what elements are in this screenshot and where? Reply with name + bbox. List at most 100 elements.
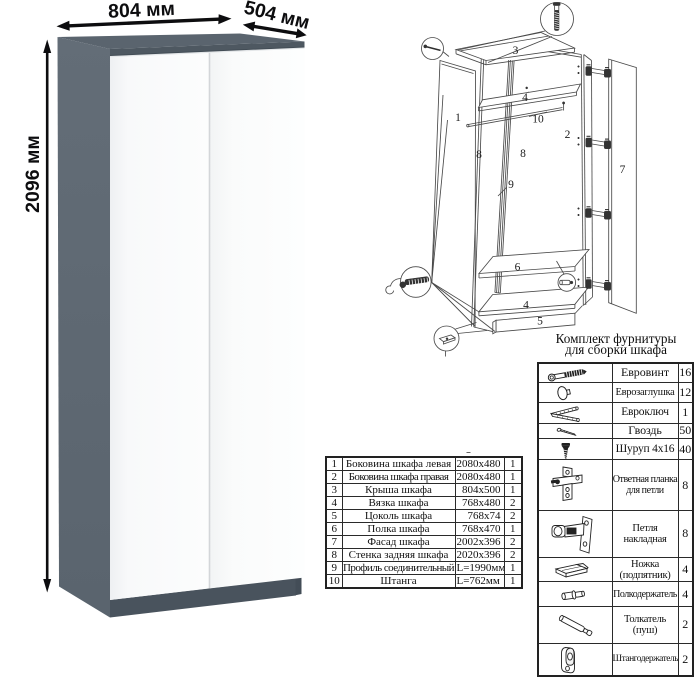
hardware-row-foot-glide: Ножка (подпятник) 4 (537, 557, 694, 582)
hardware-name: Еврозаглушка (611, 382, 679, 403)
hardware-name: Ножка (подпятник) (611, 557, 679, 582)
diagram-side-panel-left (431, 59, 476, 328)
part-num: 4 (325, 496, 343, 510)
part-label-6: 6 (515, 262, 521, 274)
part-size: 2080х480 (454, 456, 505, 471)
hardware-kit-table: Евровинт 16 Еврозаглушка 12 (537, 361, 694, 677)
part-name: Фасад шкафа (341, 535, 456, 549)
diagram-door-panel (608, 58, 637, 314)
hardware-name: Гвоздь (611, 422, 679, 439)
part-name: Крыша шкафа (341, 483, 456, 497)
hardware-name: Толкатель (пуш) (611, 606, 679, 644)
nail-icon (537, 422, 613, 439)
diagram-hinges (577, 64, 611, 291)
part-qty: 1 (503, 456, 523, 471)
hardware-row-shelf-pin: Полкодержатель 4 (537, 580, 694, 608)
rod-holder-icon (537, 642, 613, 677)
part-size: 2080х480 (454, 470, 505, 484)
hardware-qty: 1 (677, 402, 694, 424)
part-label-9: 9 (508, 179, 514, 191)
hinge-set-3 (577, 206, 611, 220)
part-num: 5 (325, 509, 343, 523)
part-qty: 2 (503, 496, 523, 510)
part-size: 804х500 (454, 483, 505, 497)
hardware-qty: 2 (677, 606, 694, 644)
hardware-qty: 50 (677, 422, 694, 439)
hardware-qty: 12 (677, 382, 694, 403)
part-size: 768х480 (454, 496, 505, 510)
part-qty: 1 (503, 574, 523, 589)
callout-push-opener (557, 273, 577, 292)
part-name: Боковина шкафа левая (341, 456, 456, 471)
hardware-row-hinge-plate: Ответная планка для петли 8 (537, 459, 694, 511)
part-label-8b: 8 (520, 148, 526, 160)
wardrobe-door-right (209, 47, 305, 589)
hardware-name: Евровинт (611, 362, 679, 383)
hardware-row-nail: Гвоздь 50 (537, 422, 694, 439)
part-name: Полка шкафа (341, 522, 456, 536)
part-num: 1 (325, 456, 343, 471)
hardware-kit-title: Комплект фурнитуры для сборки шкафа (540, 331, 692, 357)
diagram-hanging-rod (466, 101, 566, 128)
wood-screw-icon (537, 437, 613, 461)
part-name: Стенка задняя шкафа (341, 548, 456, 562)
part-label-7: 7 (620, 164, 626, 176)
part-label-3: 3 (513, 45, 519, 57)
hardware-row-push-opener: Толкатель (пуш) 2 (537, 606, 694, 644)
hex-key-icon (537, 402, 613, 424)
part-qty: 2 (503, 535, 523, 549)
part-name: Цоколь шкафа (341, 509, 456, 523)
hardware-row-euro-cap: Еврозаглушка 12 (537, 382, 694, 403)
parts-row-9: 9 Профиль соединительный L=1990мм 1 (325, 561, 523, 575)
width-dimension-label: 804 мм (108, 0, 176, 23)
callout-euro-screw (540, 2, 574, 36)
part-num: 10 (325, 574, 343, 589)
parts-row-6: 6 Полка шкафа 768х470 1 (325, 522, 523, 536)
dimension-annotations: 804 мм 504 мм 2096 мм (22, 0, 312, 593)
part-size: 2020х396 (454, 548, 505, 562)
part-qty: 1 (503, 470, 523, 484)
part-size: 2002х396 (454, 535, 505, 549)
hardware-row-wood-screw: Шуруп 4х16 40 (537, 437, 694, 461)
parts-row-5: 5 Цоколь шкафа 768х74 2 (325, 509, 523, 523)
hardware-qty: 16 (677, 362, 694, 383)
height-dimension-label: 2096 мм (22, 135, 44, 213)
hinge-set-2 (577, 135, 611, 149)
wardrobe-door-left (110, 51, 209, 600)
height-arrow (43, 39, 52, 593)
diagram-upper-rail (477, 83, 582, 112)
hardware-kit-title-line1: Комплект фурнитуры (555, 331, 677, 346)
hardware-qty: 4 (677, 580, 694, 608)
hardware-row-hex-key: Евроключ 1 (537, 402, 694, 424)
part-name: Профиль соединительный (341, 561, 456, 575)
part-num: 9 (325, 561, 343, 575)
euro-screw-icon (537, 362, 613, 383)
part-label-5: 5 (537, 316, 543, 328)
part-name: Вязка шкафа (341, 496, 456, 510)
wardrobe-side-panel (57, 37, 110, 618)
part-name: Штанга (341, 574, 456, 589)
hardware-qty: 8 (677, 459, 694, 511)
hardware-qty: 8 (677, 509, 694, 559)
wardrobe-top-face (57, 33, 305, 49)
hardware-qty: 4 (677, 557, 694, 582)
parts-row-8: 8 Стенка задняя шкафа 2020х396 2 (325, 548, 523, 562)
hardware-row-rod-holder: Штангодержатель 2 (537, 642, 694, 677)
hinge-set-1 (577, 64, 611, 78)
part-qty: 2 (503, 509, 523, 523)
depth-arrow (242, 21, 307, 39)
part-qty: 1 (503, 561, 523, 575)
part-num: 7 (325, 535, 343, 549)
hardware-row-overlay-hinge: Петля накладная 8 (537, 509, 694, 559)
parts-row-1: 1 Боковина шкафа левая 2080х480 1 (325, 456, 523, 471)
part-qty: 1 (503, 522, 523, 536)
part-label-4a: 4 (522, 92, 528, 104)
hardware-name: Шуруп 4х16 (611, 437, 679, 461)
hardware-name: Штангодержатель (611, 642, 679, 677)
parts-list-table: 1 Боковина шкафа левая 2080х480 1 2 Боко… (325, 456, 523, 589)
wardrobe-render (57, 33, 305, 618)
profile-pointer-line (497, 187, 507, 197)
hardware-qty: 40 (677, 437, 694, 461)
